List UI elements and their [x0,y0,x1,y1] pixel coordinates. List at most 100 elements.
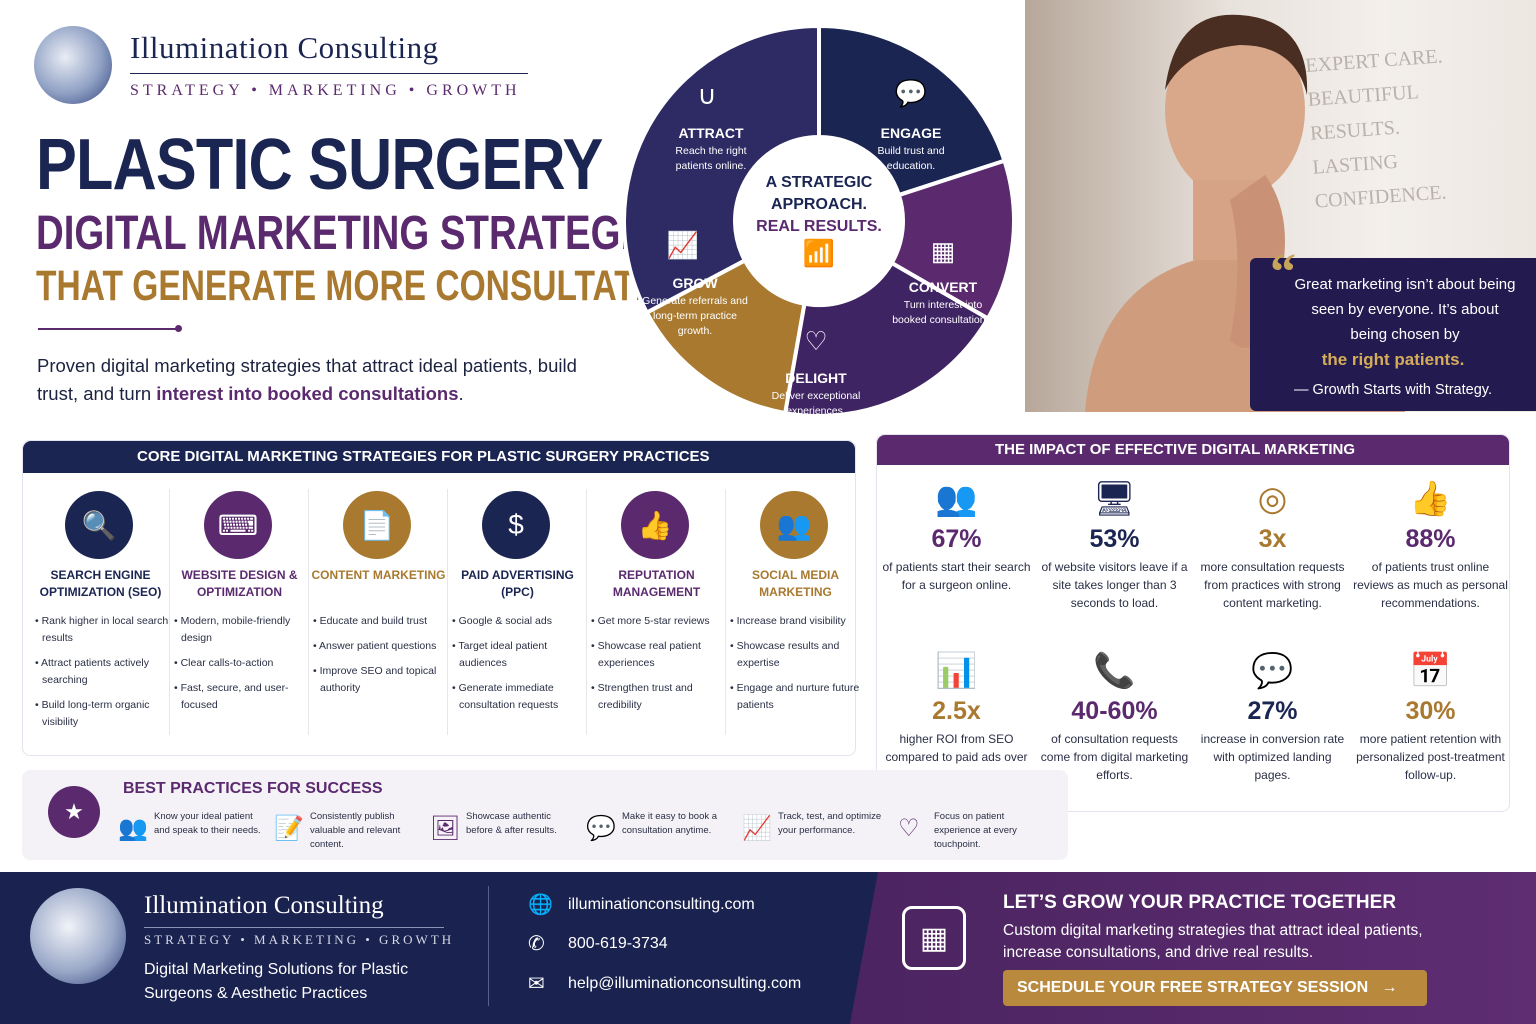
impact-description: more consultation requests from practice… [1200,560,1345,610]
arrow-right-icon: → [1381,979,1398,996]
logo-divider [130,73,528,74]
content-document-icon: 📄 [343,491,411,559]
impact-value: 3x [1258,525,1287,553]
strategy-bullet: Educate and build trust [313,613,447,630]
wheel-center-line3: REAL RESULTS. [756,218,882,235]
strategy-bullet: Modern, mobile-friendly design [174,613,308,647]
strategy-title: SEARCH ENGINE OPTIMIZATION (SEO) [39,568,162,599]
footer-phone-link[interactable]: ✆800-619-3734 [528,933,668,955]
wheel-center-line1: A STRATEGIC [765,174,873,191]
best-practice-text: Focus on patient experience at every tou… [934,811,1017,850]
strategy-bullets: Google & social adsTarget ideal patient … [452,613,586,722]
growth-chart-icon: 📈 [666,230,700,260]
hero-title-line2: DIGITAL MARKETING STRATEGIES [36,207,683,260]
image-icon: 🖼 [430,815,461,842]
strategy-wheel: A STRATEGIC APPROACH. REAL RESULTS. 📶 ∪ … [622,22,1016,420]
footer-divider [488,886,489,1006]
cta-title: LET’S GROW YOUR PRACTICE TOGETHER [1003,892,1397,913]
strategy-bullet: Answer patient questions [313,638,447,655]
strategy-title: SOCIAL MEDIA MARKETING [751,568,840,599]
strategy-bullet: Fast, secure, and user-focused [174,680,308,714]
analytics-icon: 📈 [742,815,772,842]
bar-chart-icon: 📊 [935,652,978,690]
impact-value: 67% [931,525,982,553]
core-strategies-panel: CORE DIGITAL MARKETING STRATEGIES FOR PL… [22,440,859,756]
people-group-icon: 👥 [935,480,978,518]
phone-icon: 📞 [1093,652,1136,690]
best-practice-item: ♡ Focus on patient experience at every t… [898,810,1044,852]
best-practice-text: Know your ideal patient and speak to the… [154,811,261,836]
strategy-bullet: Clear calls-to-action [174,655,308,672]
thumbs-up-stars-icon: 👍 [621,491,689,559]
chat-bubble-icon: 💬 [1251,652,1294,690]
calendar-check-icon: 📅 [1409,652,1452,690]
search-icon: 🔍 [65,491,133,559]
heart-icon: ♡ [898,815,920,842]
impact-stat: ◎ 3x more consultation requests from pra… [1195,477,1350,612]
cta-panel: ▦ LET’S GROW YOUR PRACTICE TOGETHER Cust… [850,872,1536,1024]
impact-value: 30% [1405,697,1456,725]
strategy-card: ⌨ WEBSITE DESIGN & OPTIMIZATION Modern, … [170,489,309,735]
dollar-click-icon: $ [482,491,550,559]
footer: Illumination Consulting STRATEGY • MARKE… [0,872,1536,1024]
phone-icon: ✆ [528,933,545,955]
impact-heading: THE IMPACT OF EFFECTIVE DIGITAL MARKETIN… [877,435,1509,465]
thumbs-up-icon: 👍 [1409,480,1452,518]
schedule-session-button[interactable]: SCHEDULE YOUR FREE STRATEGY SESSION → [1003,970,1427,1006]
growth-bars-icon: 📶 [802,238,836,268]
footer-website-link[interactable]: 🌐illuminationconsulting.com [528,894,755,916]
segment-attract [817,23,1007,198]
impact-value: 88% [1405,525,1456,553]
impact-stat: 📞 40-60% of consultation requests come f… [1037,649,1192,784]
best-practice-item: 🖼 Showcase authentic before & after resu… [430,810,576,843]
strategy-card: 👥 SOCIAL MEDIA MARKETING Increase brand … [726,489,865,735]
social-people-icon: 👥 [760,491,828,559]
strategy-bullet: Build long-term organic visibility [35,697,169,731]
impact-stat: 🖥 53% of website visitors leave if a sit… [1037,477,1192,612]
impact-stat: 👍 88% of patients trust online reviews a… [1353,477,1508,612]
strategy-bullet: Google & social ads [452,613,586,630]
strategy-bullet: Rank higher in local search results [35,613,169,647]
quote-highlight: the right patients. [1321,350,1465,369]
award-badge-icon: ★ [48,786,100,838]
impact-value: 27% [1247,697,1298,725]
wheel-center-line2: APPROACH. [770,196,867,213]
impact-stat: 👥 67% of patients start their search for… [879,477,1034,594]
impact-description: of patients trust online reviews as much… [1353,560,1508,610]
people-chat-icon: 💬 [894,78,928,108]
best-practices-heading: BEST PRACTICES FOR SUCCESS [123,780,383,797]
footer-description: Digital Marketing Solutions for Plastic … [144,961,409,1002]
strategy-bullets: Increase brand visibilityShowcase result… [730,613,864,722]
quote-signature: — Growth Starts with Strategy. [1294,382,1492,398]
strategy-bullet: Generate immediate consultation requests [452,680,586,714]
footer-logo-mark [30,888,126,984]
wheel-center-text: A STRATEGIC APPROACH. REAL RESULTS. 📶 [734,172,904,268]
document-edit-icon: 📝 [274,815,304,842]
impact-description: more patient retention with personalized… [1356,732,1505,782]
target-icon: ◎ [1257,480,1288,518]
wheel-graphic [622,23,1016,418]
strategy-card: 📄 CONTENT MARKETING Educate and build tr… [309,489,448,735]
strategy-bullet: Showcase results and expertise [730,638,864,672]
strategy-bullet: Get more 5-star reviews [591,613,725,630]
strategy-bullet: Showcase real patient experiences [591,638,725,672]
strategy-bullets: Rank higher in local search resultsAttra… [35,613,169,739]
impact-value: 2.5x [932,697,981,725]
cta-text: Custom digital marketing strategies that… [1003,922,1423,961]
best-practice-text: Track, test, and optimize your performan… [778,811,882,836]
title-divider [38,325,182,332]
strategy-bullets: Get more 5-star reviewsShowcase real pat… [591,613,725,722]
footer-brand-tagline: STRATEGY • MARKETING • GROWTH [144,932,455,947]
footer-email-link[interactable]: ✉help@illuminationconsulting.com [528,973,802,995]
strategy-title: CONTENT MARKETING [311,568,446,582]
best-practice-text: Consistently publish valuable and releva… [310,811,401,850]
website-globe-icon: ⌨ [204,491,272,559]
impact-value: 40-60% [1071,697,1158,725]
impact-stat: 📊 2.5x higher ROI from SEO compared to p… [879,649,1034,784]
strategy-title: REPUTATION MANAGEMENT [612,568,701,599]
strategy-bullet: Improve SEO and topical authority [313,663,447,697]
